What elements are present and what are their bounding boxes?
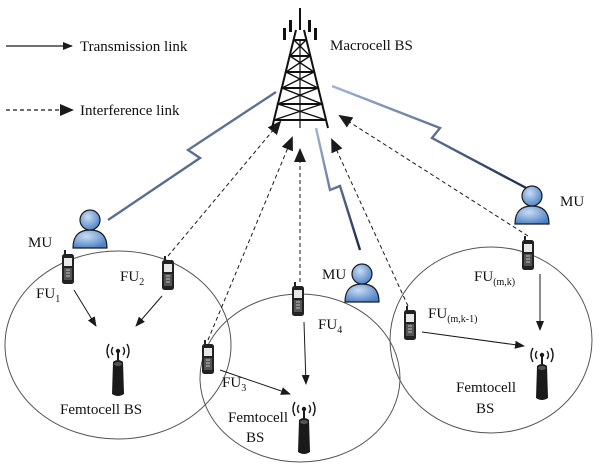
person-icon: [72, 209, 108, 249]
femtocell-bs-icon-1: [106, 343, 130, 397]
phone-icon-fu-mk1: [403, 305, 417, 341]
mu-left: MU: [28, 209, 108, 251]
lightning-links: [107, 84, 531, 251]
tx-fu-mk1: [421, 331, 525, 349]
femtocell-3-label-line1: Femtocell: [456, 380, 516, 396]
transmission-links: [73, 274, 544, 395]
tx-fu4: [301, 321, 310, 385]
tx-fu1: [73, 289, 97, 327]
phone-icon-fu-mk: [521, 235, 535, 271]
mu-middle: MU: [322, 263, 380, 303]
phone-icon-fu3: [201, 339, 215, 375]
mu-link-left: [107, 90, 277, 221]
tx-fu3: [219, 369, 291, 395]
mu-link-right: [331, 84, 531, 192]
interference-fu-mk1: [331, 138, 409, 307]
legend-transmission-label: Transmission link: [80, 39, 188, 55]
mu-link-middle: [314, 127, 362, 251]
phone-icon-fu4: [291, 281, 305, 317]
femtocell-area-3: [389, 246, 593, 434]
macrocell-tower-icon: [271, 8, 329, 129]
phone-icon-fu1: [61, 249, 75, 285]
interference-fu-mk: [338, 114, 529, 237]
femtocell-area-1: [4, 250, 232, 440]
fu2-label: FU2: [120, 269, 144, 288]
mu-right-label: MU: [560, 194, 584, 210]
person-icon: [344, 263, 380, 303]
femtocell-1-label: Femtocell BS: [60, 402, 142, 418]
fu1-label: FU1: [36, 286, 60, 305]
mu-right: MU: [514, 185, 584, 225]
interference-links: [167, 114, 529, 341]
fu3-label: FU3: [222, 375, 246, 394]
person-icon: [514, 185, 550, 225]
fu4-label: FU4: [318, 317, 342, 336]
interference-fu3-a: [207, 136, 293, 341]
femtocell-bs-icon-3: [530, 347, 554, 401]
tx-fu2: [135, 295, 163, 327]
femtocell-bs-icon-2: [292, 401, 316, 455]
legend-interference-label: Interference link: [80, 103, 180, 119]
fu-mk1-label: FU(m,k-1): [428, 306, 477, 325]
legend: Transmission link Interference link: [6, 39, 188, 119]
macrocell-label: Macrocell BS: [330, 38, 413, 54]
mu-middle-label: MU: [322, 267, 346, 283]
mu-left-label: MU: [28, 235, 52, 251]
interference-fu2: [167, 120, 282, 257]
femtocell-2-label-line1: Femtocell: [228, 410, 288, 426]
phone-icon-fu2: [161, 255, 175, 291]
fu-mk-label: FU(m,k): [474, 269, 515, 288]
femtocell-3-label-line2: BS: [476, 401, 494, 417]
femtocell-2-label-line2: BS: [246, 430, 264, 446]
